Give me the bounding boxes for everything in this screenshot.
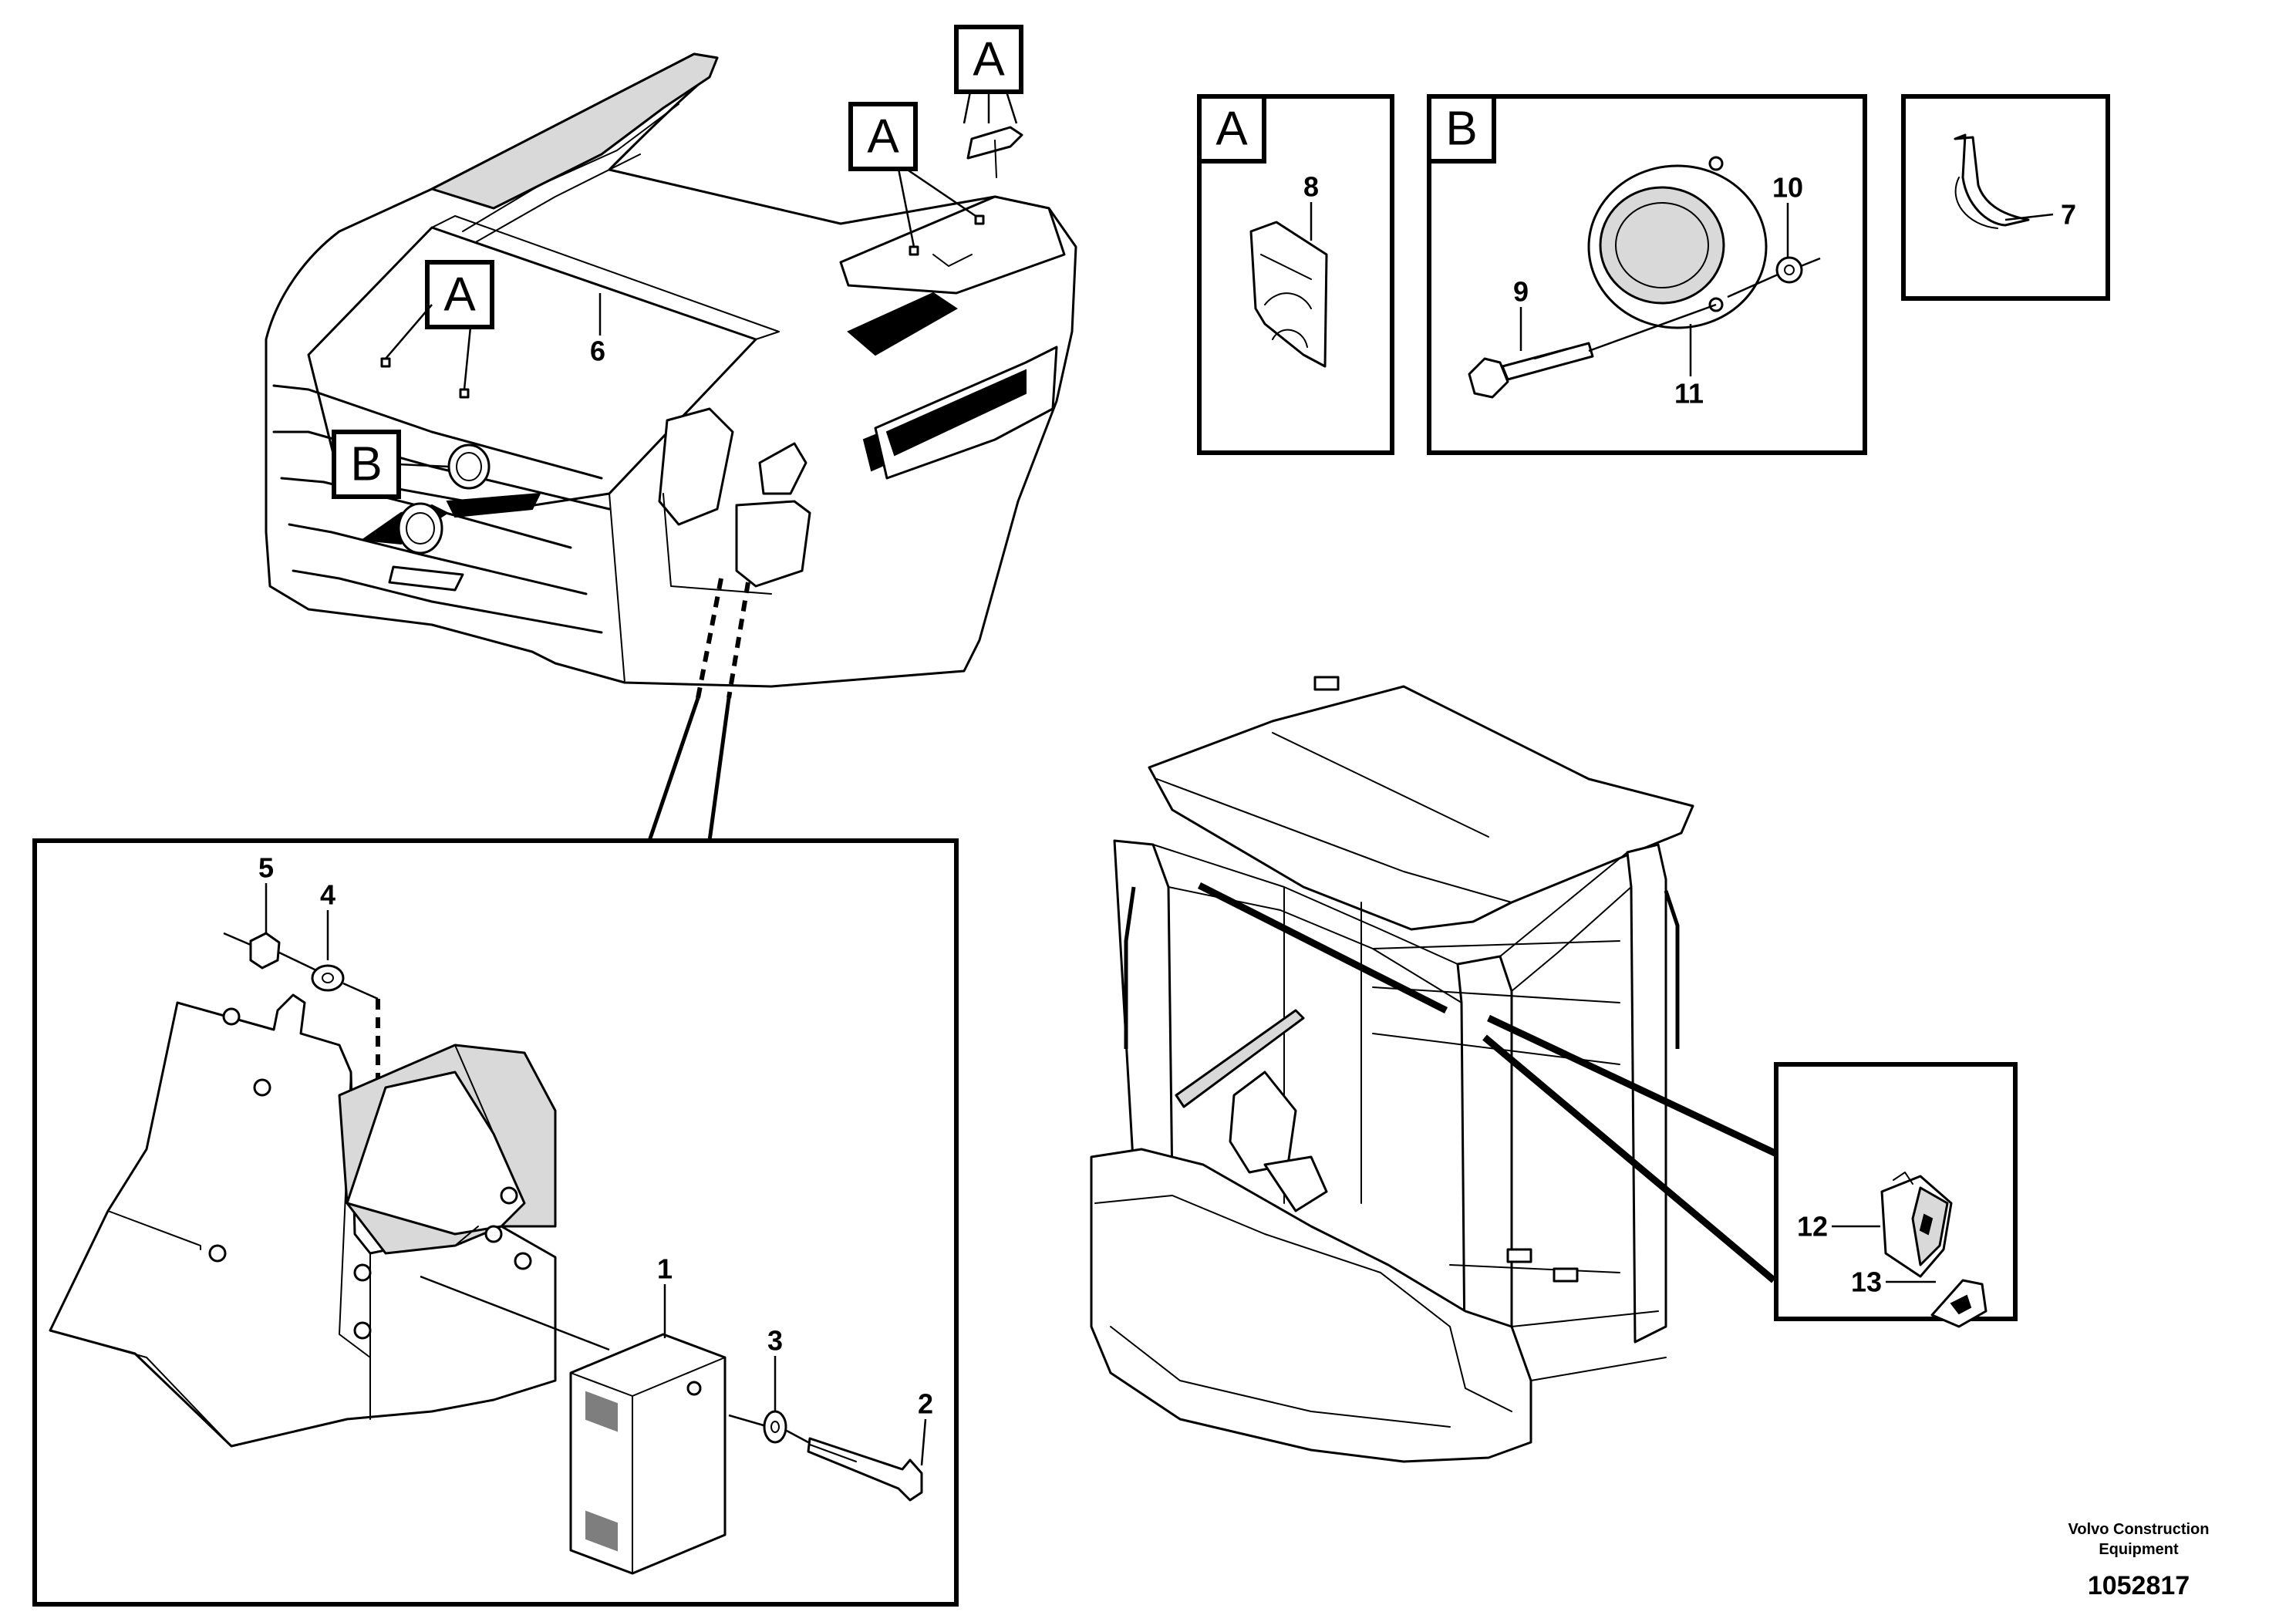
view-tag-a-left: A bbox=[385, 260, 494, 390]
part-number-3: 3 bbox=[767, 1325, 783, 1357]
switch-leader-line bbox=[1482, 1034, 1776, 1283]
part-number-9: 9 bbox=[1513, 276, 1529, 308]
cable-tie-part bbox=[1954, 133, 2030, 227]
callout-6: 6 bbox=[590, 293, 605, 367]
manufacturer-credit-line1: Volvo Construction bbox=[2068, 1521, 2210, 1538]
document-number: 1052817 bbox=[2088, 1571, 2190, 1600]
electrical-detail-frame: 5 4 bbox=[32, 838, 959, 1607]
detail-view-a-frame: A 8 bbox=[1197, 94, 1394, 455]
detail-link-dash bbox=[727, 582, 750, 699]
detail-link-line bbox=[647, 697, 700, 841]
switch-detail-frame: 12 13 bbox=[1774, 1062, 2018, 1328]
view-tag-letter: A bbox=[867, 110, 899, 164]
manufacturer-credit-line2: Equipment bbox=[2099, 1541, 2179, 1558]
detail-link-dash bbox=[696, 578, 723, 699]
part-number-13: 13 bbox=[1851, 1266, 1882, 1298]
cable-tie-frame: 7 bbox=[1901, 94, 2110, 301]
part-number-6: 6 bbox=[590, 336, 605, 367]
title-block: Volvo Construction Equipment 1052817 bbox=[2068, 1521, 2210, 1600]
part-number-4: 4 bbox=[320, 879, 335, 911]
part-number-2: 2 bbox=[918, 1388, 933, 1420]
relay-box bbox=[569, 1333, 727, 1575]
part-number-7: 7 bbox=[2061, 199, 2076, 231]
part-number-12: 12 bbox=[1797, 1211, 1828, 1243]
view-tag-a-middle: A bbox=[848, 102, 976, 248]
clip-bracket bbox=[966, 126, 1023, 178]
front-cover-assembly bbox=[265, 52, 1077, 688]
detail-view-b-frame: B 9 10 11 bbox=[1427, 94, 1867, 455]
part-number-1: 1 bbox=[657, 1253, 673, 1285]
view-tag-letter: B bbox=[1445, 103, 1477, 156]
washer-part bbox=[1775, 256, 1803, 284]
part-number-11: 11 bbox=[1674, 378, 1704, 410]
washer-part bbox=[763, 1410, 787, 1444]
switch-leader-line bbox=[1487, 1014, 1785, 1161]
view-tag-b-hood: B bbox=[332, 430, 450, 499]
view-tag-letter: A bbox=[443, 268, 476, 322]
view-tag-letter: A bbox=[1215, 103, 1248, 156]
part-number-10: 10 bbox=[1772, 172, 1803, 204]
washer-part bbox=[311, 964, 345, 992]
view-tag-a-upper: A bbox=[954, 25, 1023, 124]
switch-leader-line bbox=[1197, 882, 1448, 1014]
cab-assembly bbox=[1090, 676, 1694, 1463]
detail-link-line bbox=[707, 697, 731, 841]
view-tag-letter: B bbox=[350, 438, 382, 491]
part-number-8: 8 bbox=[1303, 171, 1319, 203]
nut-part bbox=[249, 932, 281, 969]
bolt-part bbox=[1468, 357, 1509, 399]
view-tag-letter: A bbox=[973, 33, 1005, 86]
part-number-5: 5 bbox=[258, 852, 274, 884]
